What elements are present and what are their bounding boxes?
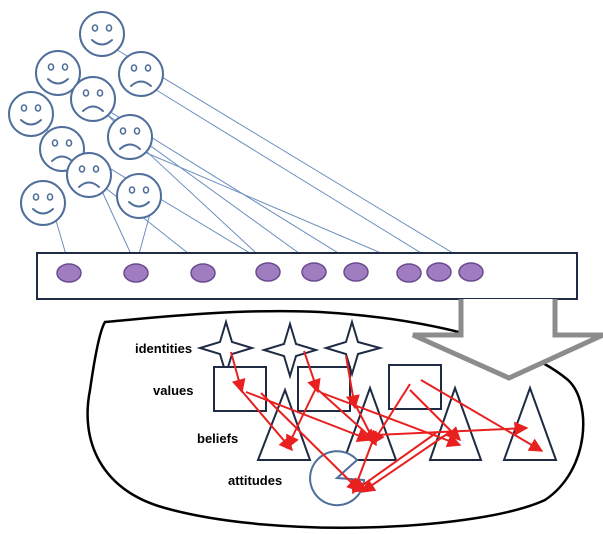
- identity-stars: [196, 318, 384, 380]
- red-arrow: [260, 392, 361, 492]
- purple-dot-icon: [123, 263, 149, 283]
- connector-line: [69, 86, 357, 265]
- red-arrow: [230, 351, 246, 394]
- faces-group: [8, 11, 164, 226]
- purple-dot-icon: [56, 263, 82, 283]
- purple-dot-icon: [343, 262, 369, 282]
- happy-face-icon: [8, 91, 54, 137]
- happy-face-icon: [79, 11, 125, 57]
- square-icon: [213, 366, 267, 412]
- connector-line: [152, 87, 440, 265]
- block-arrow-down-icon: [411, 299, 603, 381]
- sad-face-icon: [118, 51, 164, 97]
- red-arrow: [321, 392, 462, 448]
- red-arrow: [345, 355, 360, 410]
- influence-arrows: [230, 350, 544, 495]
- purple-dot-icon: [190, 263, 216, 283]
- sad-face-icon: [70, 76, 116, 122]
- dots-group: [56, 262, 484, 283]
- connector-line: [141, 150, 410, 266]
- label-identities: identities: [135, 341, 192, 356]
- happy-face-icon: [116, 173, 162, 219]
- four-point-star-icon: [260, 320, 320, 380]
- purple-dot-icon: [426, 262, 452, 282]
- label-attitudes: attitudes: [228, 473, 282, 488]
- four-point-star-icon: [322, 318, 384, 378]
- connector-line: [113, 47, 472, 265]
- purple-dot-icon: [301, 262, 327, 282]
- happy-face-icon: [20, 180, 66, 226]
- triangle-icon: [502, 385, 558, 461]
- red-arrow: [360, 431, 451, 493]
- purple-dot-icon: [255, 262, 281, 282]
- pacman-icon: [309, 450, 366, 507]
- sad-face-icon: [66, 152, 112, 198]
- square-icon: [297, 366, 351, 412]
- red-arrow: [240, 389, 293, 452]
- red-arrow: [420, 379, 544, 452]
- label-beliefs: beliefs: [197, 431, 238, 446]
- red-arrow: [375, 421, 529, 436]
- purple-dot-icon: [396, 263, 422, 283]
- label-values: values: [153, 383, 193, 398]
- face-to-dot-connectors: [42, 47, 472, 266]
- red-arrow: [286, 387, 317, 450]
- sad-face-icon: [107, 114, 153, 160]
- triangle-icon: [428, 385, 483, 461]
- purple-dot-icon: [458, 262, 484, 282]
- red-arrow: [303, 350, 321, 394]
- mind-outline: [86, 309, 585, 529]
- happy-face-icon: [35, 50, 81, 96]
